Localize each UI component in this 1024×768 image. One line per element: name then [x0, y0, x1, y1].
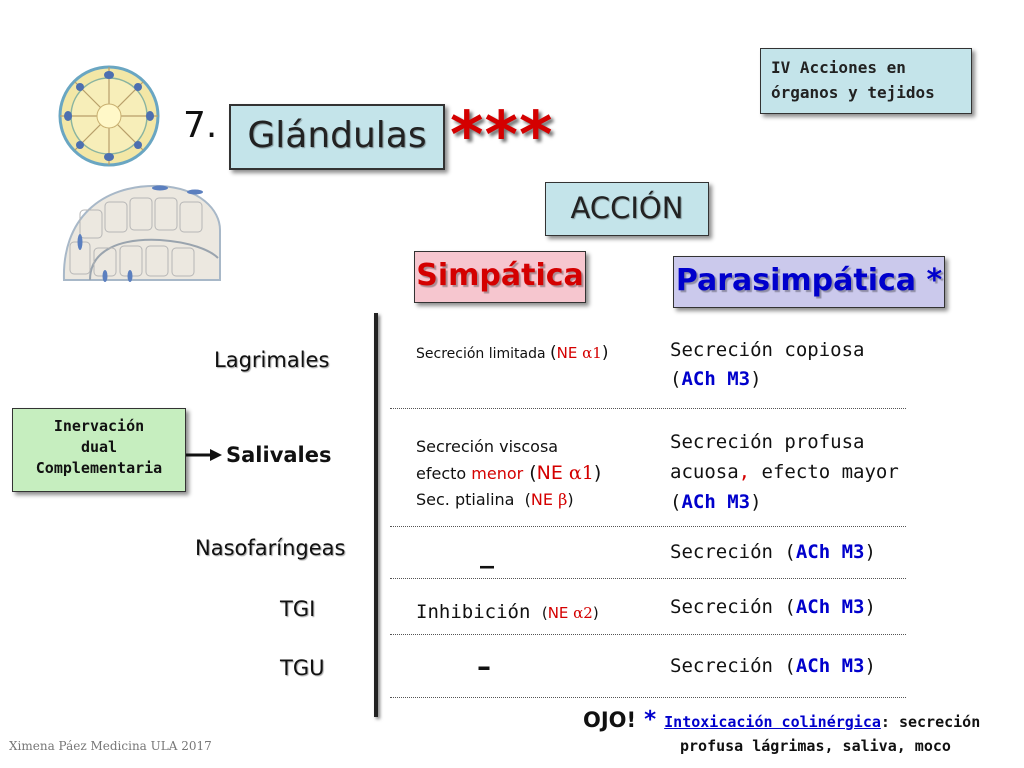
- ojo-intoxicacion: Intoxicación colinérgica: [664, 713, 881, 731]
- nasofaringeas-para-ach: ACh M3: [795, 541, 865, 563]
- salivales-simp-ptialina: Sec. ptialina: [416, 490, 525, 509]
- tgu-simpatica: –: [477, 650, 491, 683]
- inervacion-line2: dual: [80, 438, 118, 456]
- lagrimales-para-line1: Secreción copiosa: [670, 339, 865, 361]
- salivales-simpatica: Secreción viscosa efecto menor (NE α1) S…: [416, 434, 601, 513]
- salivales-simp-line1: Secreción viscosa: [416, 437, 559, 456]
- nasofaringeas-simpatica: _: [480, 536, 494, 569]
- tgi-para-ach: ACh M3: [795, 596, 865, 618]
- salivales-simp-greek: α1: [568, 462, 594, 484]
- nasofaringeas-para-close: ): [864, 541, 876, 563]
- ojo-line2: profusa lágrimas, saliva, moco: [680, 737, 951, 755]
- tgu-para-ach: ACh M3: [795, 655, 865, 677]
- inervacion-line3: Complementaria: [35, 459, 163, 477]
- accion-box: ACCIÓN: [545, 182, 709, 236]
- salivales-para-open: (: [670, 491, 682, 513]
- salivales-para-close: ): [750, 491, 762, 513]
- section-heading-line2: órganos y tejidos: [771, 83, 935, 102]
- page-title: Glándulas: [247, 115, 427, 156]
- tgi-simp-greek: α2: [573, 604, 593, 622]
- ojo-star: *: [636, 707, 665, 733]
- tgi-simp-close: ): [592, 604, 599, 622]
- salivales-para-line1: Secreción profusa: [670, 431, 865, 453]
- row-separator: [390, 697, 906, 698]
- nasofaringeas-parasimpatica: Secreción (ACh M3): [670, 541, 876, 563]
- salivales-para-ach: ACh M3: [681, 491, 751, 513]
- tgu-para-close: ): [864, 655, 876, 677]
- salivales-simp-ne: NE: [536, 462, 569, 484]
- nasofaringeas-para-text: Secreción: [670, 541, 785, 563]
- section-heading-line1: IV Acciones en: [771, 58, 906, 77]
- nasofaringeas-para-open: (: [784, 541, 796, 563]
- row-separator: [390, 578, 906, 579]
- parasimpatica-label: Parasimpática *: [675, 263, 943, 298]
- row-label-tgu: TGU: [280, 656, 325, 680]
- parasimpatica-box: Parasimpática *: [673, 256, 945, 308]
- tgu-para-text: Secreción: [670, 655, 785, 677]
- lagrimales-para-ach: ACh M3: [681, 368, 751, 390]
- vertical-separator: [374, 313, 378, 717]
- salivales-simp-line2: efecto menor (NE α1): [416, 460, 601, 487]
- arrow-right-icon: [186, 447, 222, 463]
- lagrimales-simp-close: ): [601, 343, 609, 363]
- row-separator: [390, 408, 906, 409]
- lagrimales-simp-ne: NE: [556, 344, 583, 362]
- salivales-parasimpatica: Secreción profusa acuosa, efecto mayor (…: [670, 427, 899, 517]
- simpatica-box: Simpática: [414, 251, 586, 303]
- salivales-para-efecto: efecto mayor: [750, 461, 899, 483]
- lagrimales-simpatica: Secreción limitada (NE α1): [416, 343, 608, 363]
- lagrimales-simp-greek: α1: [582, 344, 602, 362]
- title-stars: ***: [450, 99, 554, 173]
- salivales-simp-open3: (: [524, 490, 531, 509]
- salivales-simp-open: (: [523, 462, 537, 484]
- tgi-simpatica: Inhibición (NE α2): [416, 601, 599, 623]
- tgi-para-open: (: [784, 596, 796, 618]
- footer-credit: Ximena Páez Medicina ULA 2017: [9, 739, 212, 753]
- tgu-para-open: (: [784, 655, 796, 677]
- tgu-parasimpatica: Secreción (ACh M3): [670, 655, 876, 677]
- gland-acinus-longitudinal-image: [60, 180, 222, 286]
- row-separator: [390, 634, 906, 635]
- row-separator: [390, 526, 906, 527]
- lagrimales-para-close: ): [750, 368, 762, 390]
- ojo-secrecion: : secreción: [880, 713, 981, 731]
- salivales-simp-close3: ): [567, 490, 574, 509]
- tgi-simp-open: (: [541, 604, 548, 622]
- salivales-simp-line3: Sec. ptialina (NE β): [416, 487, 601, 513]
- lagrimales-para-line2: (ACh M3): [670, 365, 864, 394]
- salivales-simp-ne3: NE: [530, 490, 559, 509]
- inervacion-line1: Inervación: [53, 417, 145, 435]
- row-label-salivales: Salivales: [226, 443, 332, 467]
- lagrimales-para-open: (: [670, 368, 682, 390]
- salivales-simp-efecto: efecto: [416, 464, 472, 483]
- ojo-label: OJO!: [583, 708, 637, 732]
- salivales-simp-menor: menor: [471, 464, 524, 483]
- row-label-nasofaringeas: Nasofaríngeas: [195, 536, 346, 560]
- accion-label: ACCIÓN: [570, 191, 684, 225]
- salivales-simp-greek3: β: [558, 490, 568, 509]
- ojo-line1: OJO! * Intoxicación colinérgica: secreci…: [583, 708, 980, 734]
- simpatica-label: Simpática: [416, 258, 584, 293]
- section-heading-box: IV Acciones en órganos y tejidos: [760, 48, 972, 114]
- salivales-para-acuosa: acuosa: [670, 461, 739, 483]
- tgi-simp-ne: NE: [547, 604, 574, 622]
- row-label-lagrimales: Lagrimales: [214, 348, 330, 372]
- salivales-simp-close: ): [593, 462, 602, 484]
- salivales-para-line2: acuosa, efecto mayor: [670, 457, 899, 487]
- tgi-parasimpatica: Secreción (ACh M3): [670, 596, 876, 618]
- lagrimales-simp-open: (: [550, 343, 557, 363]
- tgi-para-text: Secreción: [670, 596, 785, 618]
- salivales-para-line3: (ACh M3): [670, 487, 899, 517]
- title-box: Glándulas: [229, 104, 445, 170]
- lagrimales-simp-text: Secreción limitada: [416, 346, 551, 362]
- inervacion-box: Inervación dual Complementaria: [12, 408, 186, 492]
- ojo-note: OJO! * Intoxicación colinérgica: secreci…: [583, 708, 980, 758]
- title-number: 7.: [183, 105, 218, 146]
- lagrimales-parasimpatica: Secreción copiosa (ACh M3): [670, 336, 864, 394]
- tgi-para-close: ): [864, 596, 876, 618]
- gland-acinus-cross-section-image: [58, 60, 160, 172]
- tgi-simp-text: Inhibición: [416, 601, 542, 623]
- salivales-para-comma: ,: [738, 461, 751, 483]
- row-label-tgi: TGI: [280, 597, 316, 621]
